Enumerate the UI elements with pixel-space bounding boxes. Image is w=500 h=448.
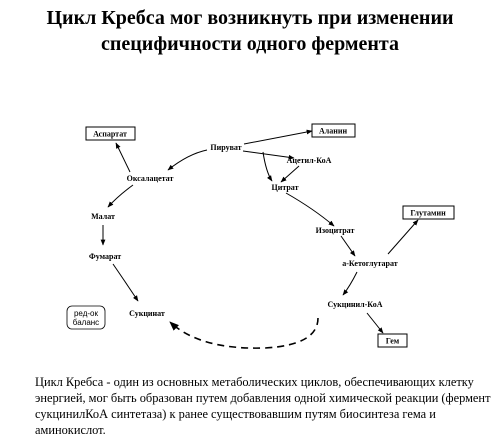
arrow-oxaloacetate-malate	[107, 184, 134, 208]
arrow-ketoglutarate-succinyl-coa	[342, 271, 358, 296]
slide-title-line-2: специфичности одного фермента	[101, 33, 399, 55]
node-fumarate: Фумарат	[89, 252, 121, 261]
aspartate-box	[85, 126, 136, 141]
node-isocitrate: Изоцитрат	[316, 226, 355, 235]
arrow-acetyl-coa-citrate	[280, 165, 300, 183]
node-oxaloacetate: Оксалацетат	[127, 174, 174, 183]
arrow-succinyl-coa-succinate-dashed	[169, 317, 319, 349]
redox-balance-label-2: баланс	[73, 318, 99, 327]
arrow-ketoglutarate-glutamine	[387, 219, 419, 255]
node-acetyl-coa: Ацетил-КоА	[287, 156, 332, 165]
node-heme: Гем	[386, 337, 400, 346]
arrow-pyruvate-acetyl-coa	[242, 150, 295, 160]
arrow-pyruvate-citrate	[262, 151, 273, 182]
node-a-ketoglutarate: а-Кетоглутарат	[342, 259, 398, 268]
node-glutamine: Глутамин	[410, 209, 446, 218]
node-malate: Малат	[91, 212, 115, 221]
redox-balance-box	[66, 305, 106, 330]
slide-title-line-1: Цикл Кребса мог возникнуть при изменении	[46, 7, 454, 29]
node-citrate: Цитрат	[271, 183, 298, 192]
node-pyruvate: Пируват	[210, 143, 241, 152]
arrow-pyruvate-oxaloacetate	[167, 149, 208, 171]
arrow-citrate-isocitrate	[285, 192, 335, 227]
node-succinyl-coa: Сукцинил-КоА	[328, 300, 383, 309]
node-alanine: Аланин	[319, 127, 347, 136]
heme-box	[377, 333, 408, 348]
glutamine-box	[402, 205, 455, 220]
arrow-pyruvate-alanine	[243, 129, 313, 145]
arrow-fumarate-succinate	[112, 263, 139, 302]
caption-text: Цикл Кребса - один из основных метаболич…	[35, 375, 491, 437]
arrow-isocitrate-ketoglutarate	[340, 235, 356, 257]
arrow-succinyl-coa-heme	[366, 312, 384, 334]
redox-balance-label-1: ред-ок	[74, 309, 99, 318]
arrow-oxaloacetate-aspartate	[115, 142, 131, 173]
node-aspartate: Аспартат	[93, 130, 127, 139]
node-succinate: Сукцинат	[129, 309, 165, 318]
